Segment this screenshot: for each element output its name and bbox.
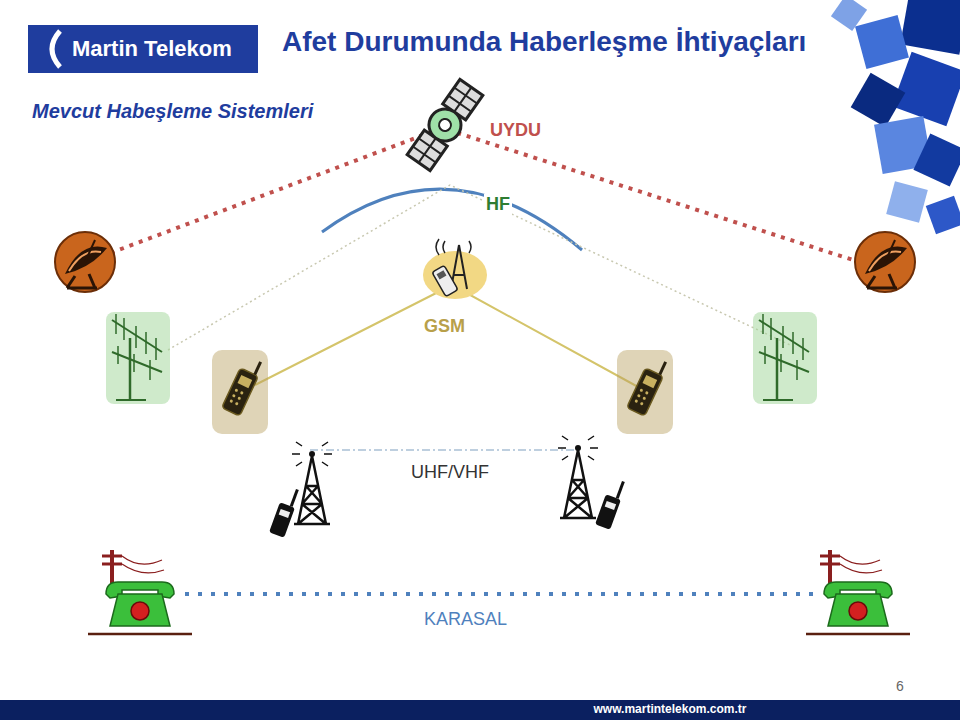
landline-link [185,592,815,596]
system-label: KARASAL [422,609,509,630]
hf-link [168,185,790,350]
gsm-tower-icon [423,239,487,299]
page-number: 6 [894,678,906,694]
logo-box: Martin Telekom [28,25,258,73]
logo-bracket [38,27,68,71]
system-label: UHF/VHF [409,462,491,483]
satellite-link [92,128,878,268]
satellite-icon [406,78,485,172]
gsm-link [255,285,640,388]
logo-mark [52,31,60,67]
system-label: GSM [422,316,467,337]
footer-url: www.martintelekom.com.tr [594,703,747,717]
uhf-vhf-link [310,449,578,450]
slide-title: Afet Durumunda Haberleşme İhtiyaçları [282,26,806,58]
decor-squares [831,0,960,234]
hf-arc [322,189,582,250]
logo-text: Martin Telekom [72,36,232,61]
subtitle: Mevcut Habeşleme Sistemleri [30,100,315,123]
footer-url-band: www.martintelekom.com.tr [380,700,960,720]
system-label: UYDU [488,120,543,141]
system-label: HF [484,194,512,215]
footer-bar [0,700,960,720]
